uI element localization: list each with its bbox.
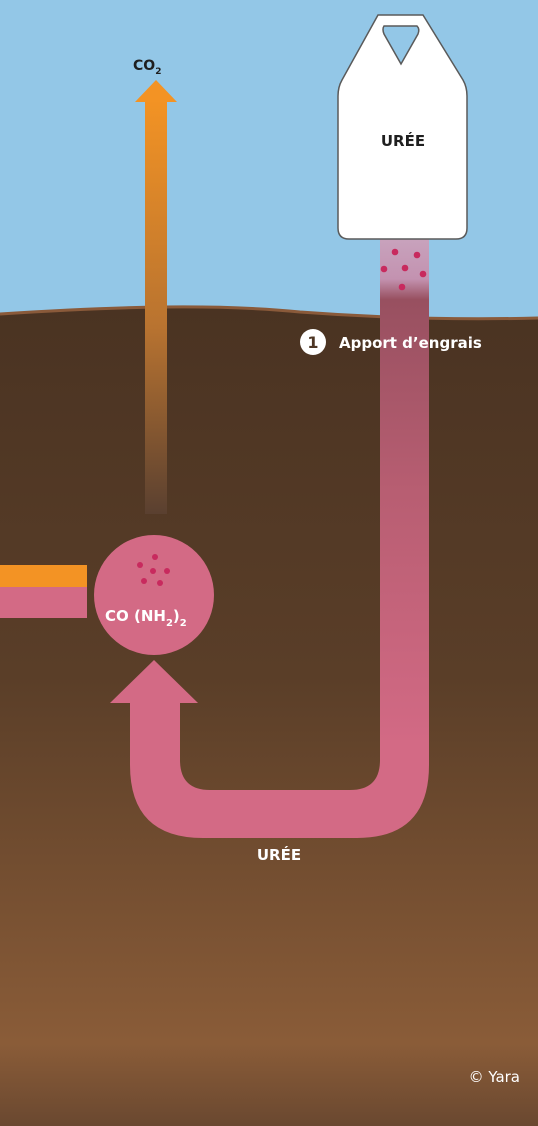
co2-label: CO2: [133, 58, 161, 77]
co2-arrow-icon: [135, 80, 177, 514]
flow-label: URÉE: [257, 845, 301, 864]
soil: [0, 306, 538, 1126]
urea-flow-arrow-icon: [110, 238, 429, 838]
molecule-label: CO (NH2)2: [105, 607, 187, 629]
urea-molecule-icon: [94, 535, 214, 655]
bag-label: URÉE: [381, 131, 425, 150]
fertilizer-bag-icon: [337, 14, 468, 240]
orange-bar: [0, 565, 87, 587]
step-badge: 1: [300, 329, 326, 355]
copyright: © Yara: [469, 1068, 520, 1086]
step-label: Apport d’engrais: [339, 334, 482, 352]
soil-surface-line: [0, 305, 538, 321]
urea-granules: [380, 248, 427, 291]
pink-bar: [0, 587, 87, 618]
svg-text:1: 1: [307, 333, 318, 352]
